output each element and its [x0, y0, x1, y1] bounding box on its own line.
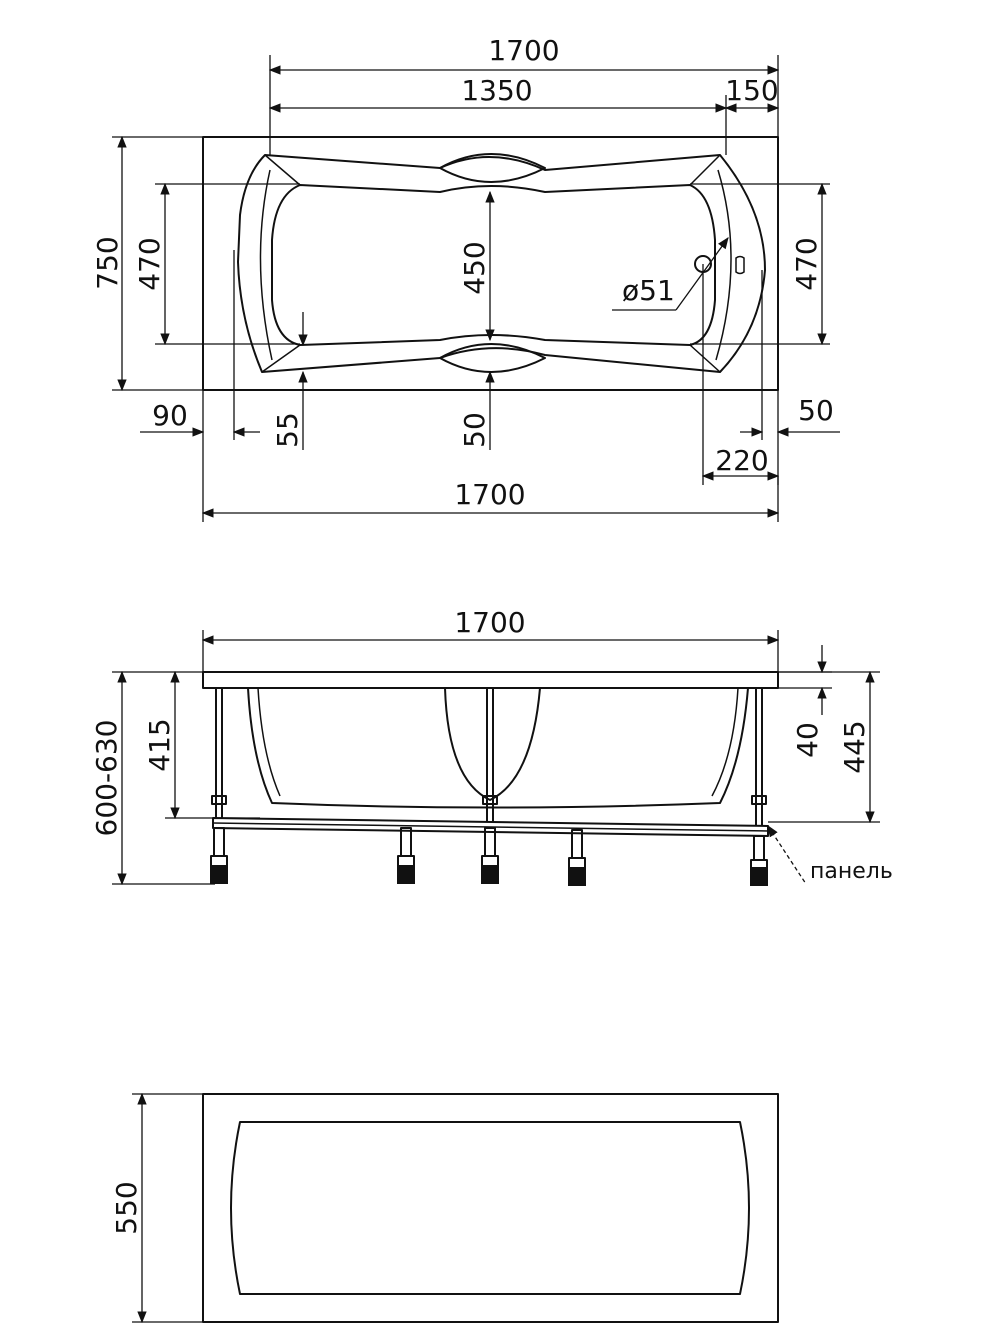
support-legs [210, 688, 768, 886]
dim-center-rim: 50 [458, 412, 491, 448]
overflow-hole [735, 255, 745, 275]
top-view: 1700 1350 150 750 470 470 450 ø51 90 [91, 34, 840, 522]
right-end-detail [689, 154, 732, 373]
dim-overall-length-bottom: 1700 [454, 478, 525, 511]
tub-inner-bowl [271, 184, 716, 346]
dim-depth: 415 [143, 718, 176, 771]
dim-side-length: 1700 [454, 606, 525, 639]
dim-right-rim: 50 [798, 394, 834, 427]
dim-inner-width-right: 470 [790, 237, 823, 290]
dim-center-width: 450 [458, 241, 491, 294]
left-end-detail [259, 154, 301, 373]
panel-view: 550 [110, 1092, 779, 1324]
front-panel [202, 1093, 779, 1323]
dim-drain-diameter: ø51 [622, 274, 675, 307]
center-dome [444, 687, 541, 801]
tub-rim-side [202, 671, 779, 689]
dim-overall-length-top: 1700 [488, 34, 559, 67]
dim-overall-width: 750 [91, 236, 124, 289]
tub-body-side [247, 687, 749, 809]
front-panel-inset [230, 1121, 750, 1295]
dim-bowl-length: 1350 [461, 74, 532, 107]
dim-panel-height: 550 [110, 1181, 143, 1234]
dim-left-rim: 55 [271, 412, 304, 448]
panel-label: панель [810, 859, 893, 884]
tub-rim-contour [237, 154, 766, 373]
side-view: 1700 600-630 415 40 445 панель [90, 606, 893, 886]
dim-total-height: 600-630 [90, 720, 123, 837]
bottom-handle [439, 343, 546, 373]
dim-drain-offset: 220 [715, 444, 768, 477]
dim-end-offset: 150 [725, 74, 778, 107]
dim-tub-height: 445 [838, 720, 871, 773]
dim-left-margin: 90 [152, 399, 188, 432]
top-handle [439, 153, 546, 183]
dim-inner-width-left: 470 [133, 237, 166, 290]
dim-rim-thickness: 40 [791, 722, 824, 758]
